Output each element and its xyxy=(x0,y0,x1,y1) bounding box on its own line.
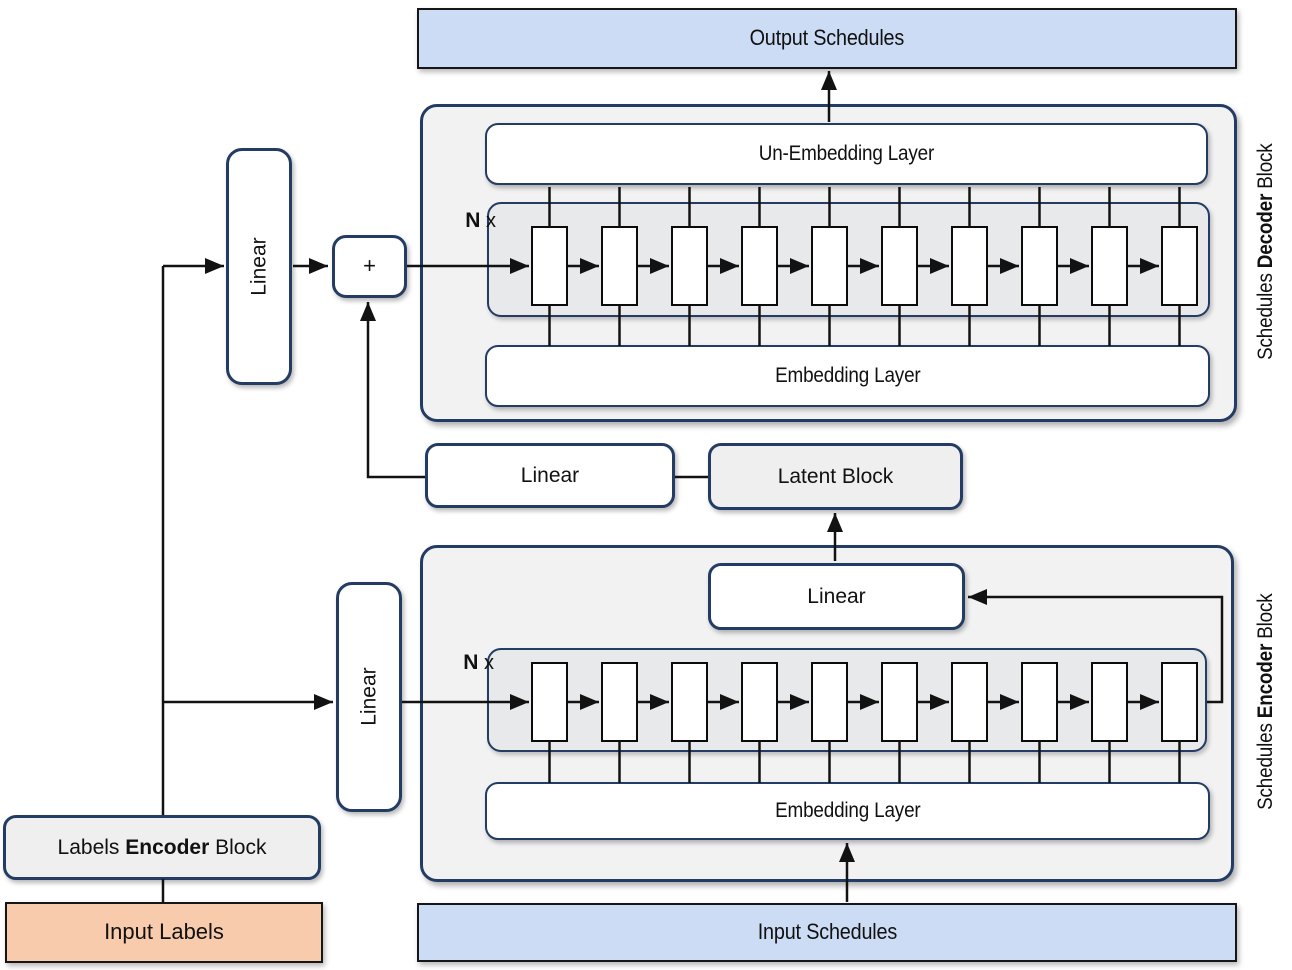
un-embedding-layer-label: Un-Embedding Layer xyxy=(758,142,935,166)
decoder-cell xyxy=(1161,226,1198,306)
plus-sign: + xyxy=(363,253,376,279)
encoder-cell xyxy=(811,662,848,742)
encoder-cell xyxy=(601,662,638,742)
output-schedules-box: Output Schedules xyxy=(417,8,1237,69)
decoder-cell xyxy=(881,226,918,306)
un-embedding-layer-box: Un-Embedding Layer xyxy=(485,123,1208,185)
encoder-cell xyxy=(671,662,708,742)
encoder-cell xyxy=(531,662,568,742)
input-labels-label: Input Labels xyxy=(104,919,224,945)
latent-block-label: Latent Block xyxy=(777,464,894,488)
linear-encoder-input-box: Linear xyxy=(336,582,402,812)
encoder-cell xyxy=(1091,662,1128,742)
add-node: + xyxy=(332,235,407,298)
encoder-cell xyxy=(1161,662,1198,742)
encoder-repeat-label: N x xyxy=(463,651,494,674)
encoder-cell xyxy=(881,662,918,742)
input-labels-box: Input Labels xyxy=(5,902,323,963)
linear-encoder-output-label: Linear xyxy=(807,584,866,608)
decoder-cell xyxy=(741,226,778,306)
decoder-repeat-label: N x xyxy=(465,209,496,232)
encoder-embedding-layer-box: Embedding Layer xyxy=(485,782,1210,840)
decoder-cell xyxy=(531,226,568,306)
output-schedules-label: Output Schedules xyxy=(749,25,905,51)
linear-latent-skip-box: Linear xyxy=(425,443,675,508)
labels-encoder-block-label: Labels Encoder Block xyxy=(57,835,267,859)
encoder-side-label: Schedules Encoder Block xyxy=(1254,593,1277,810)
decoder-cell xyxy=(1021,226,1058,306)
input-schedules-label: Input Schedules xyxy=(757,919,897,945)
decoder-cell xyxy=(811,226,848,306)
linear-decoder-input-label: Linear xyxy=(247,237,271,296)
latent-block: Latent Block xyxy=(708,443,963,510)
labels-encoder-block: Labels Encoder Block xyxy=(3,815,321,880)
decoder-cell xyxy=(951,226,988,306)
encoder-cell xyxy=(741,662,778,742)
linear-encoder-output-box: Linear xyxy=(708,563,965,630)
decoder-side-label: Schedules Decoder Block xyxy=(1254,143,1277,360)
decoder-cell xyxy=(671,226,708,306)
decoder-cell xyxy=(601,226,638,306)
linear-decoder-input-box: Linear xyxy=(226,148,292,385)
decoder-cell xyxy=(1091,226,1128,306)
linear-encoder-input-label: Linear xyxy=(357,667,381,727)
encoder-embedding-layer-label: Embedding Layer xyxy=(774,799,921,823)
encoder-cell xyxy=(1021,662,1058,742)
linear-latent-skip-label: Linear xyxy=(520,463,580,487)
decoder-embedding-layer-label: Embedding Layer xyxy=(774,364,921,388)
decoder-embedding-layer-box: Embedding Layer xyxy=(485,345,1210,407)
encoder-cell xyxy=(951,662,988,742)
latent-skip-to-add-arrow xyxy=(360,302,425,479)
input-schedules-box: Input Schedules xyxy=(417,903,1237,962)
